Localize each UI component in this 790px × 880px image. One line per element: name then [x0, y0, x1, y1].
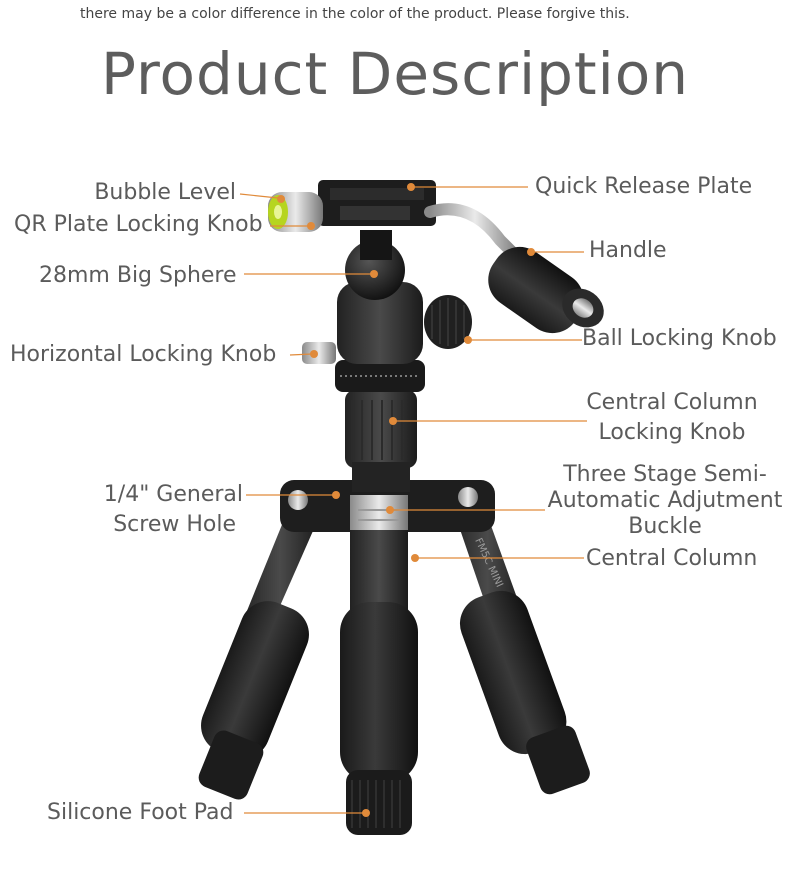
label-buckle-line1: Three Stage Semi- [563, 462, 767, 487]
page-title: Product Description [101, 40, 689, 108]
label-handle: Handle [589, 238, 667, 263]
right-leg [450, 495, 590, 795]
leader-dots [277, 183, 535, 817]
label-buckle-line2: Automatic Adjutment [547, 488, 783, 513]
quick-release-plate [318, 180, 436, 226]
label-ball-locking-knob: Ball Locking Knob [582, 326, 777, 351]
color-disclaimer: there may be a color difference in the c… [80, 5, 630, 23]
left-leg [198, 505, 320, 800]
label-general-screw-hole-line2: Screw Hole [113, 512, 236, 537]
label-buckle-line3: Buckle [628, 514, 702, 539]
handle [424, 203, 604, 334]
center-leg [340, 530, 418, 835]
label-qr-plate-locking-knob: QR Plate Locking Knob [14, 212, 263, 237]
leader-lines [239, 186, 587, 814]
label-central-column: Central Column [586, 546, 758, 571]
label-central-column-locking-knob-line2: Locking Knob [598, 420, 746, 445]
ball-head [302, 230, 472, 392]
label-general-screw-hole-line1: 1/4" General [103, 482, 243, 507]
central-column [345, 390, 417, 492]
label-28mm-big-sphere: 28mm Big Sphere [39, 263, 237, 288]
label-silicone-foot-pad: Silicone Foot Pad [47, 800, 234, 825]
label-horizontal-locking-knob: Horizontal Locking Knob [10, 342, 277, 367]
color-disclaimer-line: there may be a color difference in the c… [80, 6, 630, 22]
label-quick-release-plate: Quick Release Plate [535, 174, 753, 199]
label-bubble-level: Bubble Level [94, 180, 236, 205]
label-central-column-locking-knob-line1: Central Column [586, 390, 758, 415]
